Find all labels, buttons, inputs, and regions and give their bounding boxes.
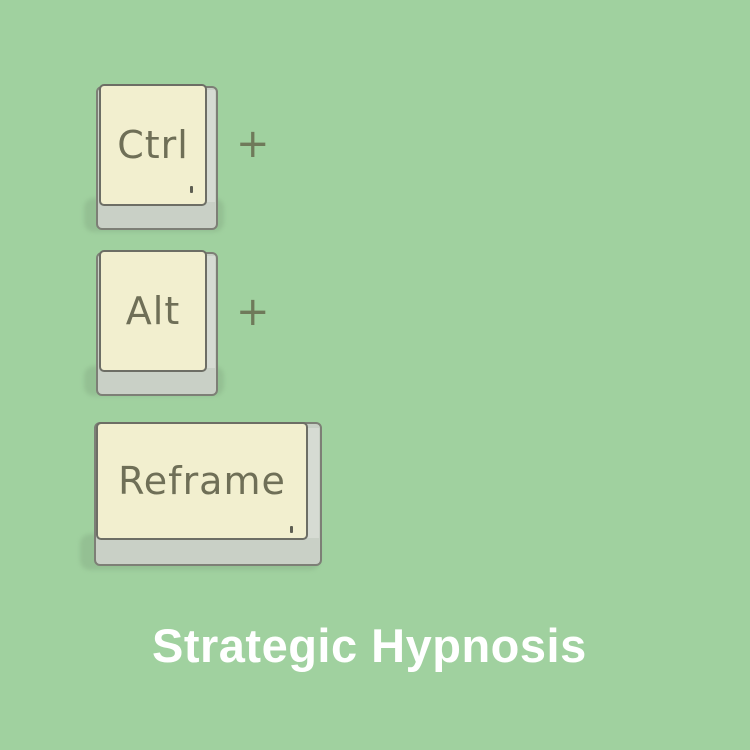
plus-sign: + <box>236 289 270 335</box>
ctrl-keycap: Ctrl <box>99 84 207 206</box>
brand-title: Strategic Hypnosis <box>152 619 587 672</box>
key-mark <box>190 186 193 193</box>
alt-keycap: Alt <box>99 250 207 372</box>
plus-sign: + <box>236 121 270 167</box>
reframe-key-label: Reframe <box>118 459 286 503</box>
reframe-keycap: Reframe <box>96 422 308 540</box>
ctrl-key: Ctrl <box>84 80 228 240</box>
reframe-key: Reframe <box>80 418 324 578</box>
key-mark <box>290 526 293 533</box>
ctrl-key-label: Ctrl <box>117 123 189 167</box>
alt-key: Alt <box>84 248 228 398</box>
alt-key-label: Alt <box>125 289 181 333</box>
